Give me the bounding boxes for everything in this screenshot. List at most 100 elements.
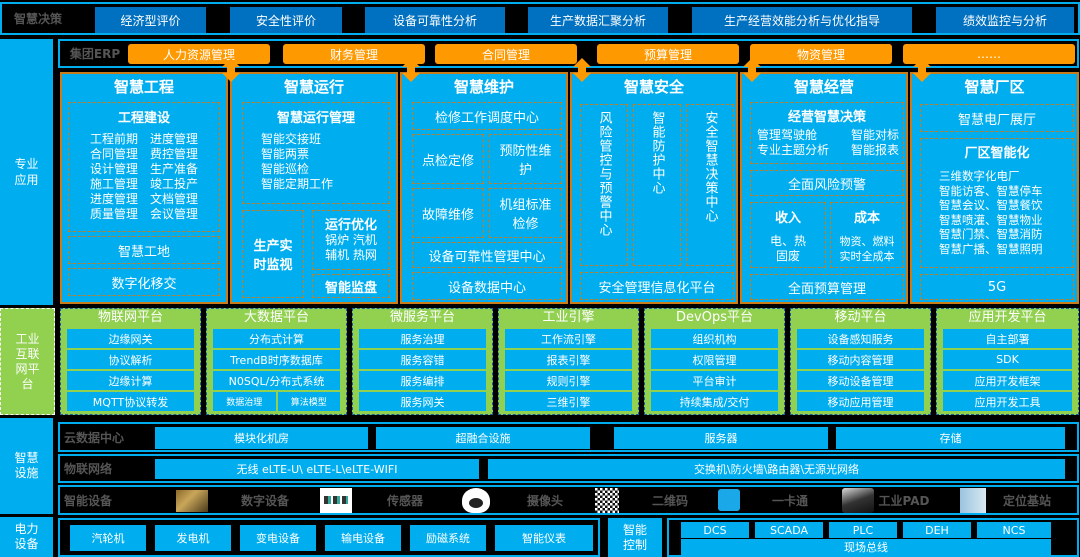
build-item[interactable]: 工程前期 (89, 132, 138, 146)
mgmt-item[interactable]: 智能巡检 (261, 162, 310, 176)
income-item[interactable]: 电、热 (769, 234, 806, 248)
build-item[interactable]: 会议管理 (150, 207, 199, 221)
platform-item[interactable]: 服务编排 (359, 371, 486, 390)
control-item[interactable]: NCS (977, 522, 1051, 538)
platform-item[interactable]: 工作流引擎 (505, 329, 632, 348)
platform-item[interactable]: N0SQL/分布式系统 (213, 371, 340, 390)
decision-item[interactable]: 生产数据汇聚分析 (528, 7, 668, 33)
mgmt-item[interactable]: 智能两票 (261, 147, 310, 161)
platform-item[interactable]: 自主部署 (943, 329, 1072, 348)
power-item[interactable]: 输电设备 (325, 525, 401, 551)
build-item[interactable]: 文档管理 (150, 192, 199, 206)
risk-center[interactable]: 风险管控与预警中心 (580, 104, 628, 266)
platform-item[interactable]: 组织机构 (651, 329, 778, 348)
network-item[interactable]: 无线 eLTE-U\ eLTE-L\eLTE-WIFI (155, 459, 479, 479)
power-item[interactable]: 智能仪表 (495, 525, 593, 551)
protection-center[interactable]: 智能防护中心 (633, 104, 681, 266)
biz-item[interactable]: 智能对标 (850, 128, 899, 142)
platform-item[interactable]: 三维引擎 (505, 392, 632, 411)
cloud-item[interactable]: 服务器 (614, 427, 828, 449)
safety-platform[interactable]: 安全管理信息化平台 (580, 272, 734, 300)
exhibition-hall[interactable]: 智慧电厂展厅 (920, 104, 1074, 132)
realtime-monitor[interactable]: 生产实时监视 (242, 210, 304, 298)
build-item[interactable]: 生产准备 (150, 162, 199, 176)
platform-item[interactable]: SDK (943, 350, 1072, 369)
network-5g[interactable]: 5G (920, 274, 1074, 300)
erp-item[interactable]: 物资管理 (750, 44, 892, 64)
platform-item[interactable]: 边缘计算 (67, 371, 194, 390)
erp-item[interactable]: 合同管理 (435, 44, 577, 64)
platform-item[interactable]: 权限管理 (651, 350, 778, 369)
intel-item[interactable]: 三维数字化电厂 (939, 169, 1020, 183)
opt-item[interactable]: 辅机 热网 (325, 248, 377, 262)
erp-item[interactable]: 财务管理 (283, 44, 425, 64)
smart-monitor[interactable]: 智能监盘 (312, 274, 390, 298)
equipment-data-center[interactable]: 设备数据中心 (412, 272, 562, 300)
cloud-item[interactable]: 超融合设施 (376, 427, 590, 449)
risk-warning[interactable]: 全面风险预警 (750, 170, 904, 196)
decision-item[interactable]: 绩效监控与分析 (936, 7, 1074, 33)
cost-item[interactable]: 物资、燃料 (839, 235, 895, 248)
reliability-center[interactable]: 设备可靠性管理中心 (412, 242, 562, 268)
build-item[interactable]: 合同管理 (89, 147, 138, 161)
preventive-maint[interactable]: 预防性维护 (489, 134, 562, 184)
power-item[interactable]: 发电机 (155, 525, 231, 551)
power-item[interactable]: 励磁系统 (410, 525, 486, 551)
platform-item[interactable]: 服务治理 (359, 329, 486, 348)
platform-item[interactable]: 平台审计 (651, 371, 778, 390)
intel-item[interactable]: 智慧会议、智慧餐饮 (939, 198, 1043, 212)
platform-item[interactable]: 持续集成/交付 (651, 392, 778, 411)
build-item[interactable]: 竣工投产 (150, 177, 199, 191)
decision-item[interactable]: 设备可靠性分析 (365, 7, 505, 33)
decision-item[interactable]: 生产经营效能分析与优化指导 (692, 7, 912, 33)
field-bus[interactable]: 现场总线 (681, 539, 1051, 555)
intel-item[interactable]: 智慧门禁、智慧消防 (939, 227, 1043, 241)
build-item[interactable]: 进度管理 (89, 192, 138, 206)
build-item[interactable]: 设计管理 (89, 162, 138, 176)
control-item[interactable]: DCS (681, 522, 749, 538)
build-item[interactable]: 质量管理 (89, 207, 138, 221)
decision-item[interactable]: 经济型评价 (95, 7, 206, 33)
dispatch-center[interactable]: 检修工作调度中心 (412, 102, 562, 130)
platform-item[interactable]: TrendB时序数据库 (213, 350, 340, 369)
build-item[interactable]: 费控管理 (150, 147, 199, 161)
control-item[interactable]: SCADA (755, 522, 823, 538)
control-item[interactable]: DEH (903, 522, 971, 538)
platform-item[interactable]: 移动应用管理 (797, 392, 924, 411)
platform-item[interactable]: 分布式计算 (213, 329, 340, 348)
spot-check[interactable]: 点检定修 (412, 134, 484, 184)
platform-item[interactable]: 应用开发框架 (943, 371, 1072, 390)
control-item[interactable]: PLC (829, 522, 897, 538)
platform-item[interactable]: 移动设备管理 (797, 371, 924, 390)
platform-item[interactable]: 报表引擎 (505, 350, 632, 369)
erp-item[interactable]: 人力资源管理 (128, 44, 270, 64)
platform-item[interactable]: MQTT协议转发 (67, 392, 194, 411)
platform-item[interactable]: 移动内容管理 (797, 350, 924, 369)
platform-item[interactable]: 算法模型 (277, 392, 340, 411)
biz-item[interactable]: 专业主题分析 (757, 143, 830, 157)
erp-item[interactable]: …… (903, 44, 1075, 64)
cloud-item[interactable]: 存储 (836, 427, 1065, 449)
platform-item[interactable]: 边缘网关 (67, 329, 194, 348)
platform-item[interactable]: 应用开发工具 (943, 392, 1072, 411)
budget-mgmt[interactable]: 全面预算管理 (750, 274, 904, 300)
decision-item[interactable]: 安全性评价 (230, 7, 342, 33)
power-item[interactable]: 变电设备 (240, 525, 316, 551)
mgmt-item[interactable]: 智能定期工作 (261, 177, 334, 191)
mgmt-item[interactable]: 智能交接班 (261, 132, 322, 146)
intel-item[interactable]: 智慧广播、智慧照明 (939, 241, 1043, 256)
platform-item[interactable]: 数据治理 (213, 392, 276, 411)
cloud-item[interactable]: 模块化机房 (155, 427, 368, 449)
intel-item[interactable]: 智慧喷灌、智慧物业 (939, 212, 1043, 227)
platform-item[interactable]: 协议解析 (67, 350, 194, 369)
standard-overhaul[interactable]: 机组标准检修 (489, 188, 562, 238)
network-item[interactable]: 交换机\防火墙\路由器\无源光网络 (488, 459, 1065, 479)
safety-decision-center[interactable]: 安全智慧决策中心 (686, 104, 734, 266)
biz-item[interactable]: 智能报表 (850, 143, 899, 157)
build-item[interactable]: 施工管理 (89, 177, 138, 191)
power-item[interactable]: 汽轮机 (70, 525, 146, 551)
build-item[interactable]: 进度管理 (150, 132, 199, 146)
platform-item[interactable]: 规则引擎 (505, 371, 632, 390)
cost-item[interactable]: 实时全成本 (839, 250, 895, 263)
platform-item[interactable]: 服务网关 (359, 392, 486, 411)
